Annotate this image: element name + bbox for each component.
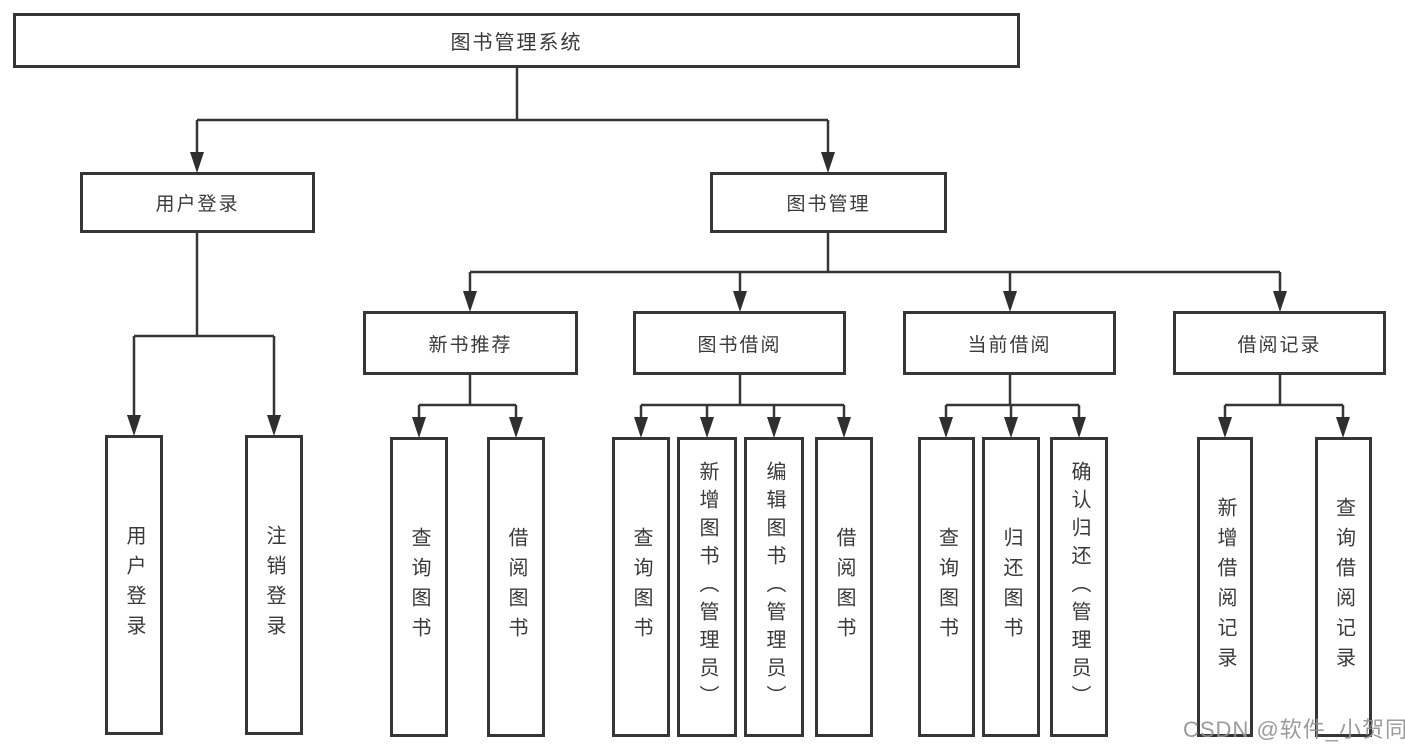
arrowhead-bb-edit bbox=[767, 417, 781, 438]
node-book-management: 图书管理 bbox=[710, 172, 947, 233]
leaf-borrow-books-2: 借阅图书 bbox=[815, 437, 873, 737]
node-label: 新增图书（管理员） bbox=[696, 461, 718, 713]
node-label: 新书推荐 bbox=[428, 334, 513, 356]
arrowhead-bb-borrow bbox=[837, 417, 851, 438]
arrowhead-bb-query bbox=[634, 417, 648, 438]
arrowhead-book-borrow bbox=[733, 291, 747, 312]
leaf-add-borrow-record: 新增借阅记录 bbox=[1197, 437, 1253, 737]
node-label: 借阅图书 bbox=[833, 527, 855, 647]
node-label: 图书管理 bbox=[786, 194, 871, 215]
leaf-confirm-return-admin: 确认归还（管理员） bbox=[1050, 437, 1108, 737]
node-current-borrowing: 当前借阅 bbox=[903, 311, 1116, 375]
node-label: 查询图书 bbox=[935, 527, 958, 647]
arrowhead-new-book-rec bbox=[463, 291, 477, 312]
arrowhead-borrow-record bbox=[1273, 291, 1287, 312]
leaf-borrow-books: 借阅图书 bbox=[487, 437, 545, 737]
node-library-management-system: 图书管理系统 bbox=[13, 13, 1020, 68]
node-book-borrowing: 图书借阅 bbox=[633, 311, 846, 375]
node-label: 图书管理系统 bbox=[450, 32, 583, 54]
arrowhead-cb-confirm bbox=[1072, 417, 1086, 438]
arrowhead-cb-query bbox=[939, 417, 953, 438]
node-label: 查询图书 bbox=[630, 527, 652, 647]
node-label: 借阅图书 bbox=[505, 527, 527, 647]
arrowhead-nb-borrow bbox=[509, 417, 523, 438]
arrowhead-cb-return bbox=[1004, 417, 1018, 438]
node-label: 归还图书 bbox=[1000, 527, 1022, 647]
node-user-login: 用户登录 bbox=[80, 172, 315, 233]
arrowhead-br-add bbox=[1218, 417, 1232, 438]
arrowhead-leaf-logout bbox=[267, 415, 281, 436]
arrowhead-br-query bbox=[1336, 417, 1350, 438]
leaf-edit-books-admin: 编辑图书（管理员） bbox=[744, 437, 804, 737]
leaf-user-login: 用户登录 bbox=[105, 435, 163, 735]
node-label: 当前借阅 bbox=[967, 334, 1052, 356]
arrowhead-leaf-user-login bbox=[127, 415, 141, 436]
node-label: 查询图书 bbox=[408, 527, 430, 647]
arrowhead-nb-query bbox=[412, 417, 426, 438]
node-label: 新增借阅记录 bbox=[1214, 497, 1236, 677]
csdn-watermark: CSDN @软件_小贺同学 bbox=[1183, 717, 1405, 742]
leaf-query-borrow-record: 查询借阅记录 bbox=[1315, 437, 1372, 737]
leaf-add-books-admin: 新增图书（管理员） bbox=[677, 437, 737, 737]
arrowhead-book-mgmt bbox=[821, 152, 835, 173]
arrowhead-user-login bbox=[190, 152, 204, 173]
leaf-logout: 注销登录 bbox=[245, 435, 303, 735]
leaf-query-books-2: 查询图书 bbox=[612, 437, 670, 737]
node-label: 注销登录 bbox=[263, 525, 285, 645]
node-label: 用户登录 bbox=[155, 194, 240, 215]
node-label: 查询借阅记录 bbox=[1332, 497, 1355, 677]
leaf-return-books: 归还图书 bbox=[982, 437, 1040, 737]
node-label: 图书借阅 bbox=[697, 334, 782, 356]
arrowhead-current-borrow bbox=[1003, 291, 1017, 312]
arrowhead-bb-add bbox=[700, 417, 714, 438]
node-new-book-recommendation: 新书推荐 bbox=[363, 311, 578, 375]
node-label: 借阅记录 bbox=[1237, 334, 1322, 356]
node-label: 编辑图书（管理员） bbox=[763, 461, 785, 713]
node-label: 确认归还（管理员） bbox=[1068, 461, 1090, 713]
leaf-query-books: 查询图书 bbox=[390, 437, 448, 737]
node-label: 用户登录 bbox=[123, 525, 145, 645]
leaf-query-books-3: 查询图书 bbox=[918, 437, 975, 737]
node-borrowing-records: 借阅记录 bbox=[1173, 311, 1386, 375]
